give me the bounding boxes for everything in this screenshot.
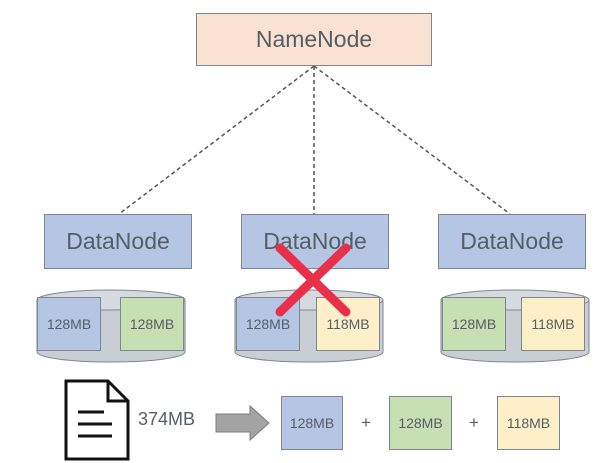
block-label: 118MB [326, 316, 370, 332]
block-128mb: 128MB [442, 297, 506, 351]
split-block-2: 128MB [389, 396, 452, 450]
datanode-box-1: DataNode [44, 214, 192, 269]
block-118mb: 118MB [316, 297, 380, 351]
namenode-box: NameNode [196, 13, 432, 66]
datanode-box-3: DataNode [438, 214, 586, 269]
block-128mb: 128MB [37, 297, 101, 351]
block-label: 128MB [129, 316, 175, 332]
block-label: 128MB [289, 415, 335, 431]
block-label: 118MB [506, 415, 551, 431]
split-block-3: 118MB [497, 396, 560, 450]
split-block-1: 128MB [281, 396, 343, 450]
namenode-label: NameNode [255, 26, 373, 52]
connector-namenode-datanode-3 [313, 65, 511, 215]
connector-namenode-datanode-1 [118, 65, 315, 215]
plus-sign: + [469, 413, 479, 432]
block-118mb: 118MB [521, 297, 585, 351]
datanode-label: DataNode [460, 228, 564, 254]
plus-sign: + [361, 413, 371, 432]
block-label: 118MB [531, 316, 575, 332]
block-label: 128MB [451, 316, 497, 332]
block-128mb: 128MB [120, 297, 184, 351]
datanode-label: DataNode [66, 228, 170, 254]
block-label: 128MB [245, 316, 291, 332]
file-size-label: 374MB [138, 409, 196, 429]
block-label: 128MB [398, 415, 443, 431]
block-128mb: 128MB [236, 297, 300, 351]
block-label: 128MB [46, 316, 92, 332]
